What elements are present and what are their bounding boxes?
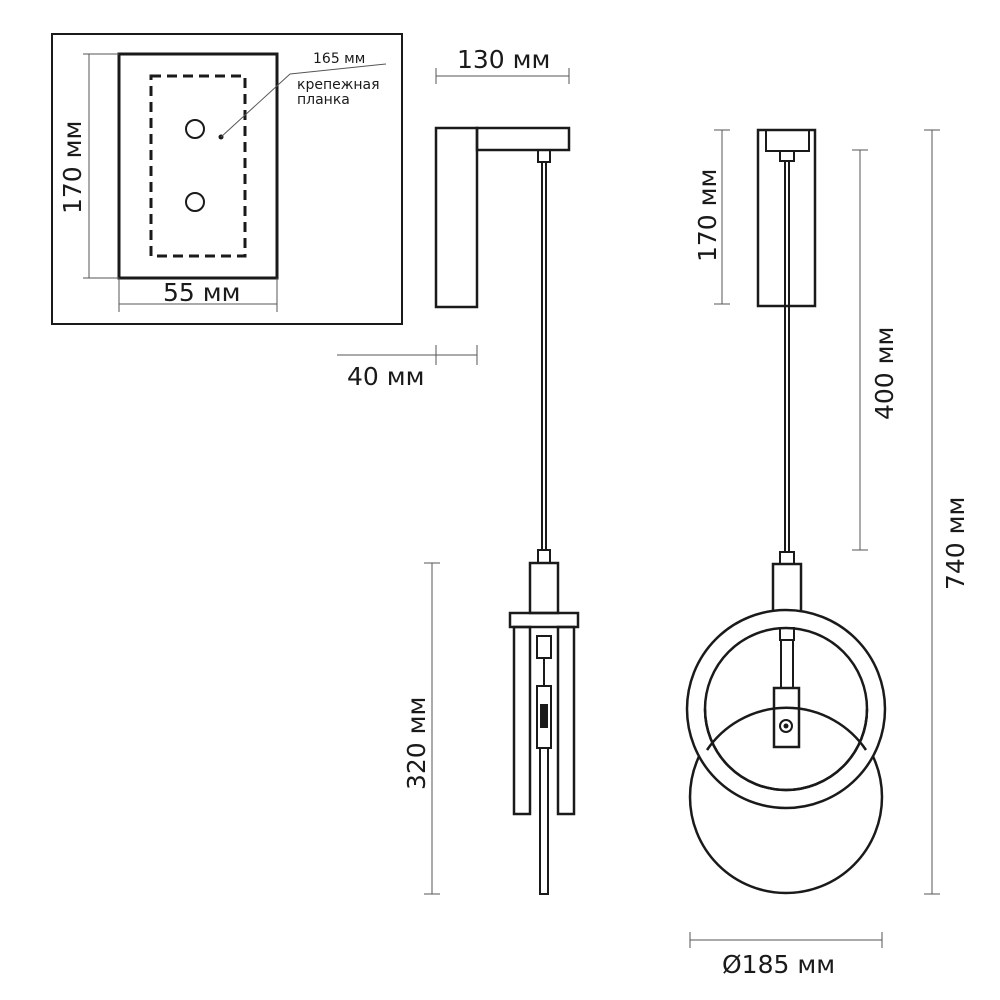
front-clamp (779, 551, 795, 565)
glass-disc-visible-arc (703, 708, 869, 792)
base-depth-label: 40 мм (347, 362, 424, 391)
total-height-label: 740 мм (941, 497, 970, 590)
arm-length-label: 130 мм (457, 45, 550, 74)
mount-plate-label-1: крепежная (297, 77, 380, 93)
side-view: 130 мм 40 мм 320 мм (337, 45, 580, 895)
arm (475, 126, 571, 152)
canopy-clamp (779, 150, 795, 162)
screw-hole-top (185, 119, 205, 139)
front-view: 170 мм 400 мм 740 мм Ø (685, 128, 970, 979)
mounting-plate-outline (117, 52, 279, 280)
wall-base (434, 126, 479, 309)
pivot-screw-outer (779, 719, 793, 733)
mount-plate-label-2: планка (297, 92, 350, 108)
glass-disc-inner-arc (705, 706, 868, 751)
right-blade (556, 625, 576, 816)
inner-rod-clamp (536, 635, 552, 659)
shade-height-label: 320 мм (402, 697, 431, 790)
pivot-core (540, 704, 548, 728)
mounting-strip-dashed (149, 74, 247, 258)
cord-clamp-bottom (537, 549, 551, 564)
screw-hole-bottom (185, 192, 205, 212)
inset-frame (51, 33, 403, 325)
plate-size-label: 165 мм (313, 51, 365, 67)
diameter-label: Ø185 мм (722, 950, 835, 979)
left-blade (512, 625, 532, 816)
mounting-plate-inset: 165 мм крепежная планка 170 мм 55 мм (51, 33, 403, 325)
canopy-height-label: 170 мм (693, 169, 722, 262)
front-pivot-block (772, 686, 801, 749)
leader-line (220, 73, 291, 138)
leader-underline (289, 63, 387, 75)
cord-clamp-top (537, 149, 551, 163)
pivot-screw-inner (783, 723, 789, 729)
canopy-front (756, 128, 817, 308)
cord-length-label: 400 мм (870, 327, 899, 420)
shade-edge (539, 747, 549, 895)
crossbar-side (508, 611, 580, 629)
stem-side (528, 561, 560, 615)
stem-front (771, 562, 803, 618)
inset-height-label: 170 мм (58, 121, 87, 214)
canopy-cap (765, 129, 810, 152)
inset-width-label: 55 мм (163, 278, 240, 307)
